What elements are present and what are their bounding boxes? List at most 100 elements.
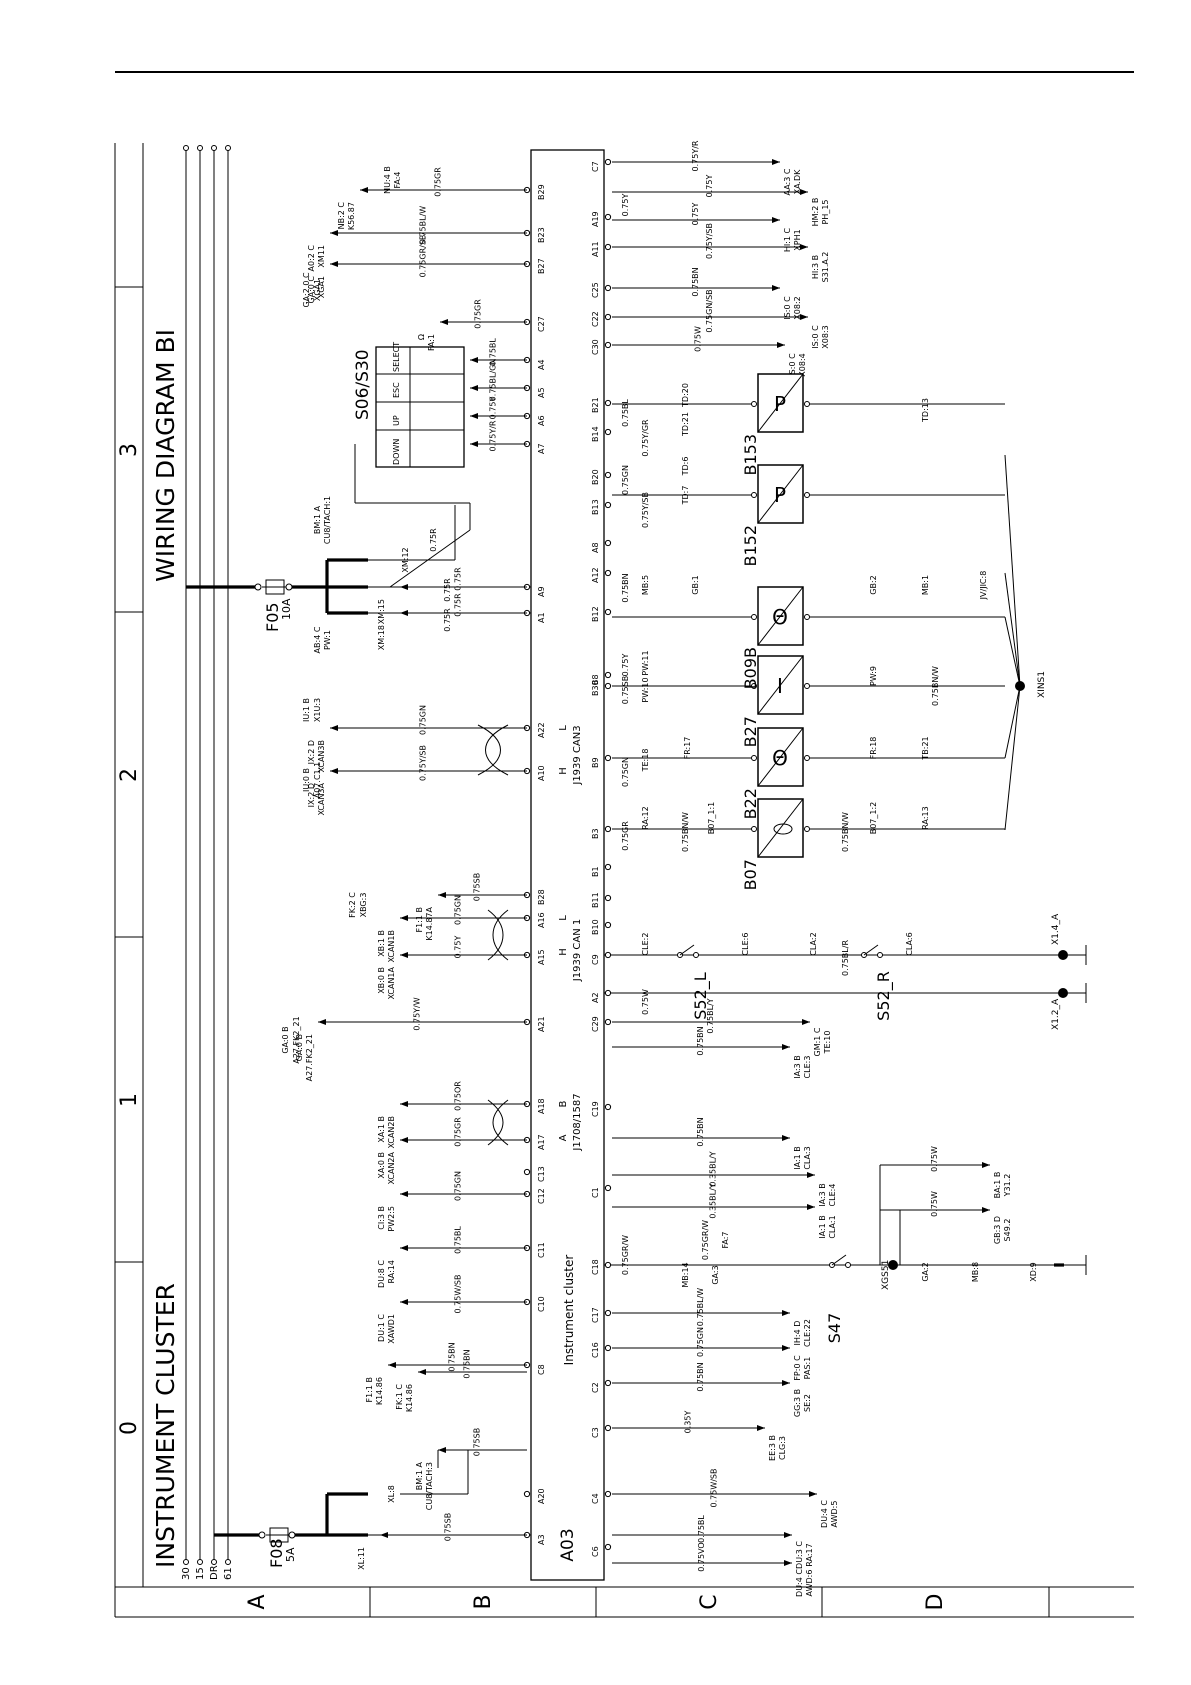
diagram-subtitle: INSTRUMENT CLUSTER xyxy=(151,1283,180,1568)
pin-C2 xyxy=(604,1379,612,1387)
switch-block-id: S06/S30 xyxy=(353,349,373,420)
top-cable-color-16: 0.75R xyxy=(454,567,463,591)
label-conn-fr18: FR:18 xyxy=(869,737,878,760)
column-label-1: 1 xyxy=(117,1093,142,1107)
instrument-cluster-box xyxy=(530,149,605,1581)
top-cable-dest-6-0: CI:3 B xyxy=(377,1206,386,1230)
top-cable-dest-9-0: GA:0 B xyxy=(295,1034,304,1061)
bottom-cable-color-9: 0.75BN xyxy=(696,1117,705,1146)
label-wire-075grb: 0.75GR xyxy=(621,821,630,851)
pin-label-C18: C18 xyxy=(591,1259,600,1275)
bottom-cable-dest-12-0: AA:3 C xyxy=(783,168,792,195)
cluster-pins-bottom: C6C4C3C2C16C17C18C1C19C29A2C9B10B11B1B3B… xyxy=(591,158,612,1557)
label-conn-gb1: GB:1 xyxy=(691,575,700,594)
label-conn-xbg3: XBG:3 xyxy=(359,893,368,918)
bottom-cable-dest-16-0: IS:0 C xyxy=(783,296,792,320)
pin-B8 xyxy=(604,671,612,679)
pin-label-A18: A18 xyxy=(537,1098,546,1114)
label-conn-te18: TE:18 xyxy=(641,749,650,773)
label-wire-075sbc: 0.75SB xyxy=(621,676,630,704)
bottom-cable-dest-15-1: S31.A.2 xyxy=(821,252,830,283)
bottom-cable-dest-9-1: CLA:3 xyxy=(803,1146,812,1169)
supply-rails xyxy=(183,145,231,1565)
pin-label-A20: A20 xyxy=(537,1488,546,1504)
ground-x12a-label: X1.2_A xyxy=(1051,998,1061,1030)
bottom-cable-dest-9-0: IA:1 B xyxy=(793,1146,802,1170)
top-cable-color-17: 0.75Y/R xyxy=(489,420,498,451)
bottom-cable-dest-13-1: PH_15 xyxy=(821,199,830,224)
rail-label-15: 15 xyxy=(195,1567,206,1580)
bottom-cable-color-0: 0.75BL xyxy=(697,1515,706,1543)
bottom-cable-dest-6-1: CLE:22 xyxy=(803,1319,812,1347)
top-cable-color-8: 0.75OR xyxy=(454,1081,463,1111)
top-cable-dest-1-0: BM:1 A xyxy=(415,1461,424,1490)
bottom-cable-dest-19-1: Y31.2 xyxy=(1003,1174,1012,1198)
pin-label-C19: C19 xyxy=(591,1101,600,1117)
label-conn-cu8: CU8/TACH:1 xyxy=(323,496,332,544)
pin-B13 xyxy=(604,501,612,509)
label-wire-075rc: 0.75R xyxy=(443,608,452,632)
top-cable-color-6: 0.75GN xyxy=(454,1171,463,1201)
label-wire-075blr: 0.75BL/R xyxy=(841,940,850,976)
top-cable-dest-2-0: FK:1 C xyxy=(395,1384,404,1410)
label-wire-075bnwa: 0.75BN/W xyxy=(841,812,850,852)
splice-xins1-label: XINS1 xyxy=(1037,671,1047,698)
label-conn-ga2: GA:2 xyxy=(921,1262,930,1281)
top-cable-dest-11-1: XCAN1B xyxy=(387,930,396,963)
top-cable-color-22: 0.75GR/SB xyxy=(419,235,428,278)
bottom-cable-dest-11-0: GM:1 C xyxy=(813,1027,822,1056)
bottom-cable-dest-10-0: IA:3 B xyxy=(793,1055,802,1079)
label-conn-mb1: MB:1 xyxy=(921,575,930,595)
pin-label-A16: A16 xyxy=(537,912,546,928)
switch-label-select: SELECT xyxy=(392,342,401,372)
switch-id-s52_l: S52_L xyxy=(691,972,711,1020)
bottom-cable-dest-2-1: AWD:5 xyxy=(830,1501,839,1528)
label-conn-fk2c: FK:2 C xyxy=(348,892,357,918)
bus-can1-high: H xyxy=(558,948,569,956)
pin-B10 xyxy=(604,921,612,929)
label-conn-fa7: FA:7 xyxy=(721,1232,730,1249)
bus-can1-label: J1939 CAN 1 xyxy=(572,919,583,982)
label-conn-xl8: XL:8 xyxy=(387,1485,396,1503)
label-conn-fa4: FA:4 xyxy=(393,172,402,189)
top-cable-color-20: 0.75BL xyxy=(489,338,498,366)
label-conn-fr17: FR:17 xyxy=(683,737,692,760)
label-conn-xm12: XM:12 xyxy=(401,547,410,572)
switch-label-up: UP xyxy=(392,415,401,426)
bottom-cable-dest-17-1: X08:3 xyxy=(821,325,830,348)
pin-A19 xyxy=(604,213,612,221)
bottom-cable-dest-3-0: EE:3 B xyxy=(768,1435,777,1461)
pin-label-C1: C1 xyxy=(591,1187,600,1198)
pin-C4 xyxy=(604,1490,612,1498)
label-conn-jvjic8: JV/JIC:8 xyxy=(979,571,988,601)
pin-label-B21: B21 xyxy=(591,397,600,413)
row-label-C: C xyxy=(697,1594,722,1609)
sensor-id-b152: B152 xyxy=(741,525,760,567)
pin-label-C30: C30 xyxy=(591,339,600,355)
pin-label-A8: A8 xyxy=(591,542,600,553)
top-cable-dest-14-0: IX:2 D xyxy=(307,740,316,764)
top-cable-color-18: 0.75Y xyxy=(489,397,498,420)
label-conn-pw11: PW:11 xyxy=(641,650,650,675)
pin-A12 xyxy=(604,569,612,577)
label-conn-td21: TD:21 xyxy=(681,412,690,437)
pin-C7 xyxy=(604,158,612,166)
pin-label-C16: C16 xyxy=(591,1342,600,1358)
top-cable-color-5: 0.75BL xyxy=(454,1226,463,1254)
label-conn-x1u3: X1U:3 xyxy=(313,698,322,722)
top-cable-color-15: 0.75R xyxy=(454,593,463,617)
pin-label-B14: B14 xyxy=(591,426,600,442)
bottom-cable-dest-0-1: RA:17 xyxy=(805,1543,814,1566)
